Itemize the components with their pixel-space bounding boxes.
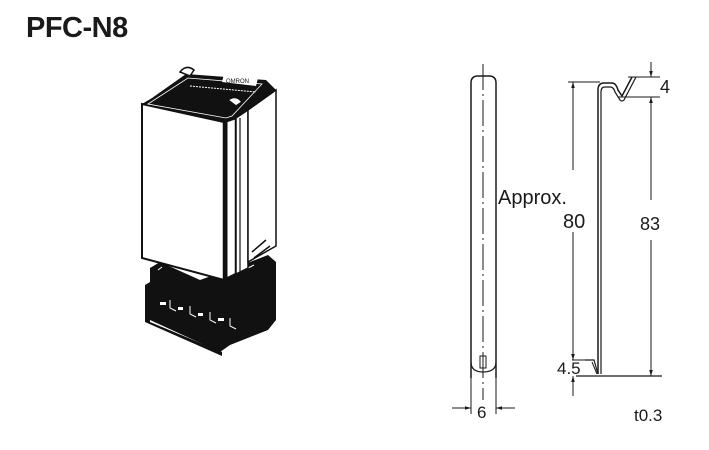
clip-front-view (452, 64, 515, 414)
clip-side-view (568, 62, 662, 396)
relay-brand-label: OMRON (226, 79, 249, 85)
dim-height-total: 83 (640, 214, 660, 234)
dim-approx-value: 80 (563, 211, 585, 233)
socket-base (145, 255, 276, 356)
dim-thickness: t0.3 (634, 406, 662, 425)
dim-approx-label: Approx. (498, 187, 567, 209)
product-title: PFC-N8 (26, 12, 128, 44)
dim-bottom-foot: 4.5 (557, 359, 581, 378)
dim-width: 6 (477, 403, 486, 422)
relay-illustration: OMRON (141, 66, 277, 356)
dim-top-hook: 4 (660, 77, 670, 97)
